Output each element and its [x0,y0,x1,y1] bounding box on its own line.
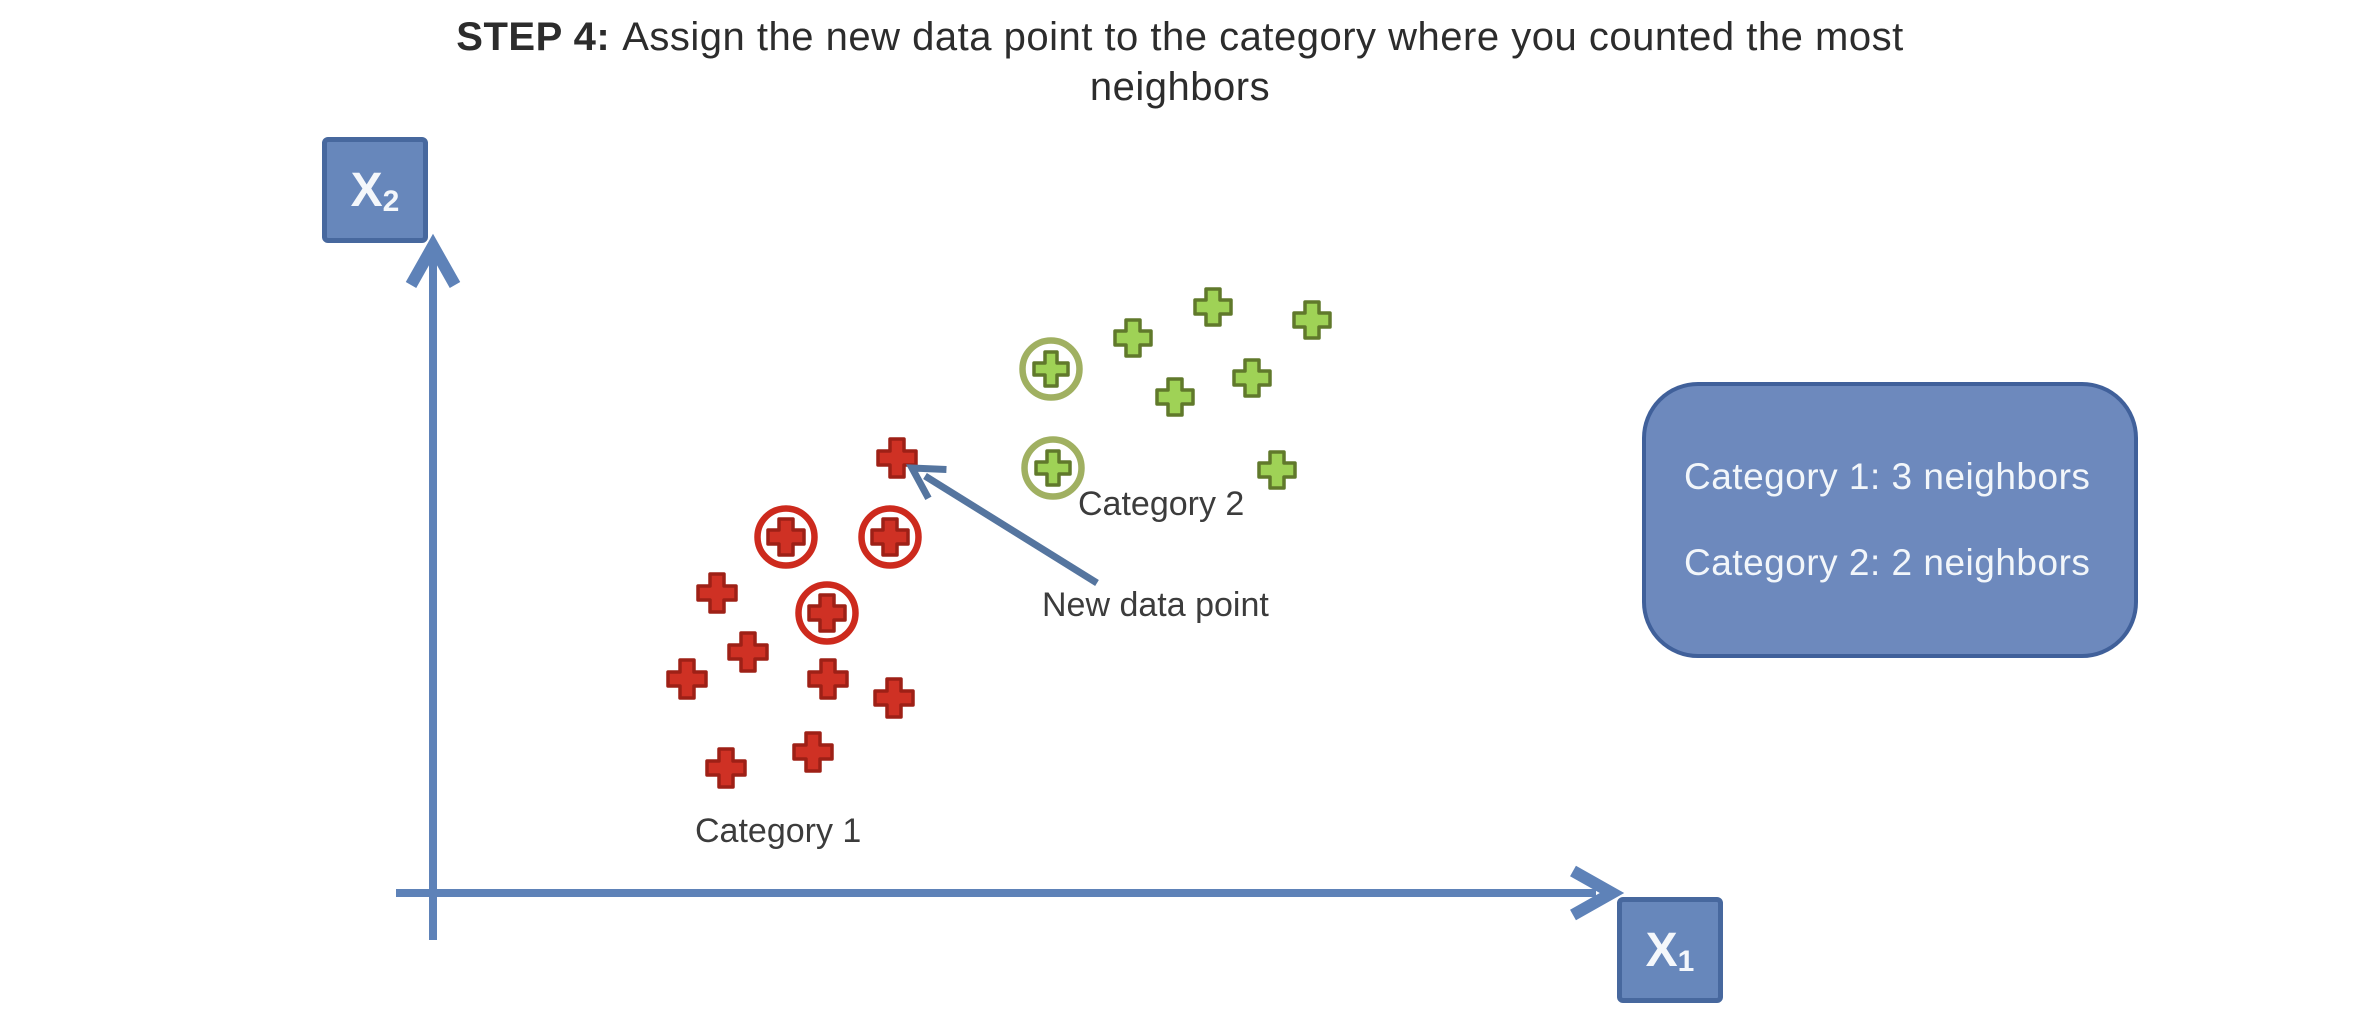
category2-marker [1292,300,1332,340]
title-line-1-text: Assign the new data point to the categor… [622,15,1904,59]
title-line-1: STEP 4:Assign the new data point to the … [0,12,2360,62]
category1-marker [792,731,834,773]
x-axis-subscript: 1 [1677,945,1695,978]
new-data-point-label: New data point [1042,586,1269,624]
category1-label: Category 1 [695,812,862,850]
title-line-2: neighbors [1089,65,1271,109]
neighbor-circle [1021,436,1085,500]
neighbor-circle [795,581,859,645]
y-axis-arrowhead-icon [405,233,461,288]
neighbor-circle [1019,337,1083,401]
category2-marker [1193,287,1233,327]
category1-marker [705,747,747,789]
category2-marker [1257,450,1297,490]
y-axis-subscript: 2 [382,185,400,218]
category1-marker [858,505,922,569]
category1-marker [807,658,849,700]
category1-marker [873,677,915,719]
category1-marker [696,572,738,614]
x-axis-arrowhead-icon [1570,865,1625,921]
new-data-point-marker [876,437,918,479]
category1-marker [666,658,708,700]
category2-marker [1019,337,1083,401]
y-axis-label: X [350,163,383,217]
category2-marker [1232,358,1272,398]
category1-marker [727,631,769,673]
category1-marker [795,581,859,645]
step-label: STEP 4: [456,15,611,59]
category2-marker [1113,318,1153,358]
annotation-arrow [905,464,1099,586]
category2-label: Category 2 [1078,485,1245,523]
category1-marker [754,505,818,569]
category2-marker [1155,377,1195,417]
annotation-arrowhead-icon [905,464,947,500]
annotation-arrow-line [923,473,1099,586]
scatter-markers [666,287,1332,789]
neighbor-circle [858,505,922,569]
category2-marker [1021,436,1085,500]
x-axis-label: X [1645,923,1678,977]
neighbor-count-box: Category 1: 3 neighbors Category 2: 2 ne… [1642,382,2138,658]
slide-title: STEP 4:Assign the new data point to the … [0,12,2360,112]
neighbor-circle [754,505,818,569]
neighbor-count-line-1: Category 1: 3 neighbors [1684,456,2091,497]
neighbor-count-line-2: Category 2: 2 neighbors [1684,542,2091,583]
